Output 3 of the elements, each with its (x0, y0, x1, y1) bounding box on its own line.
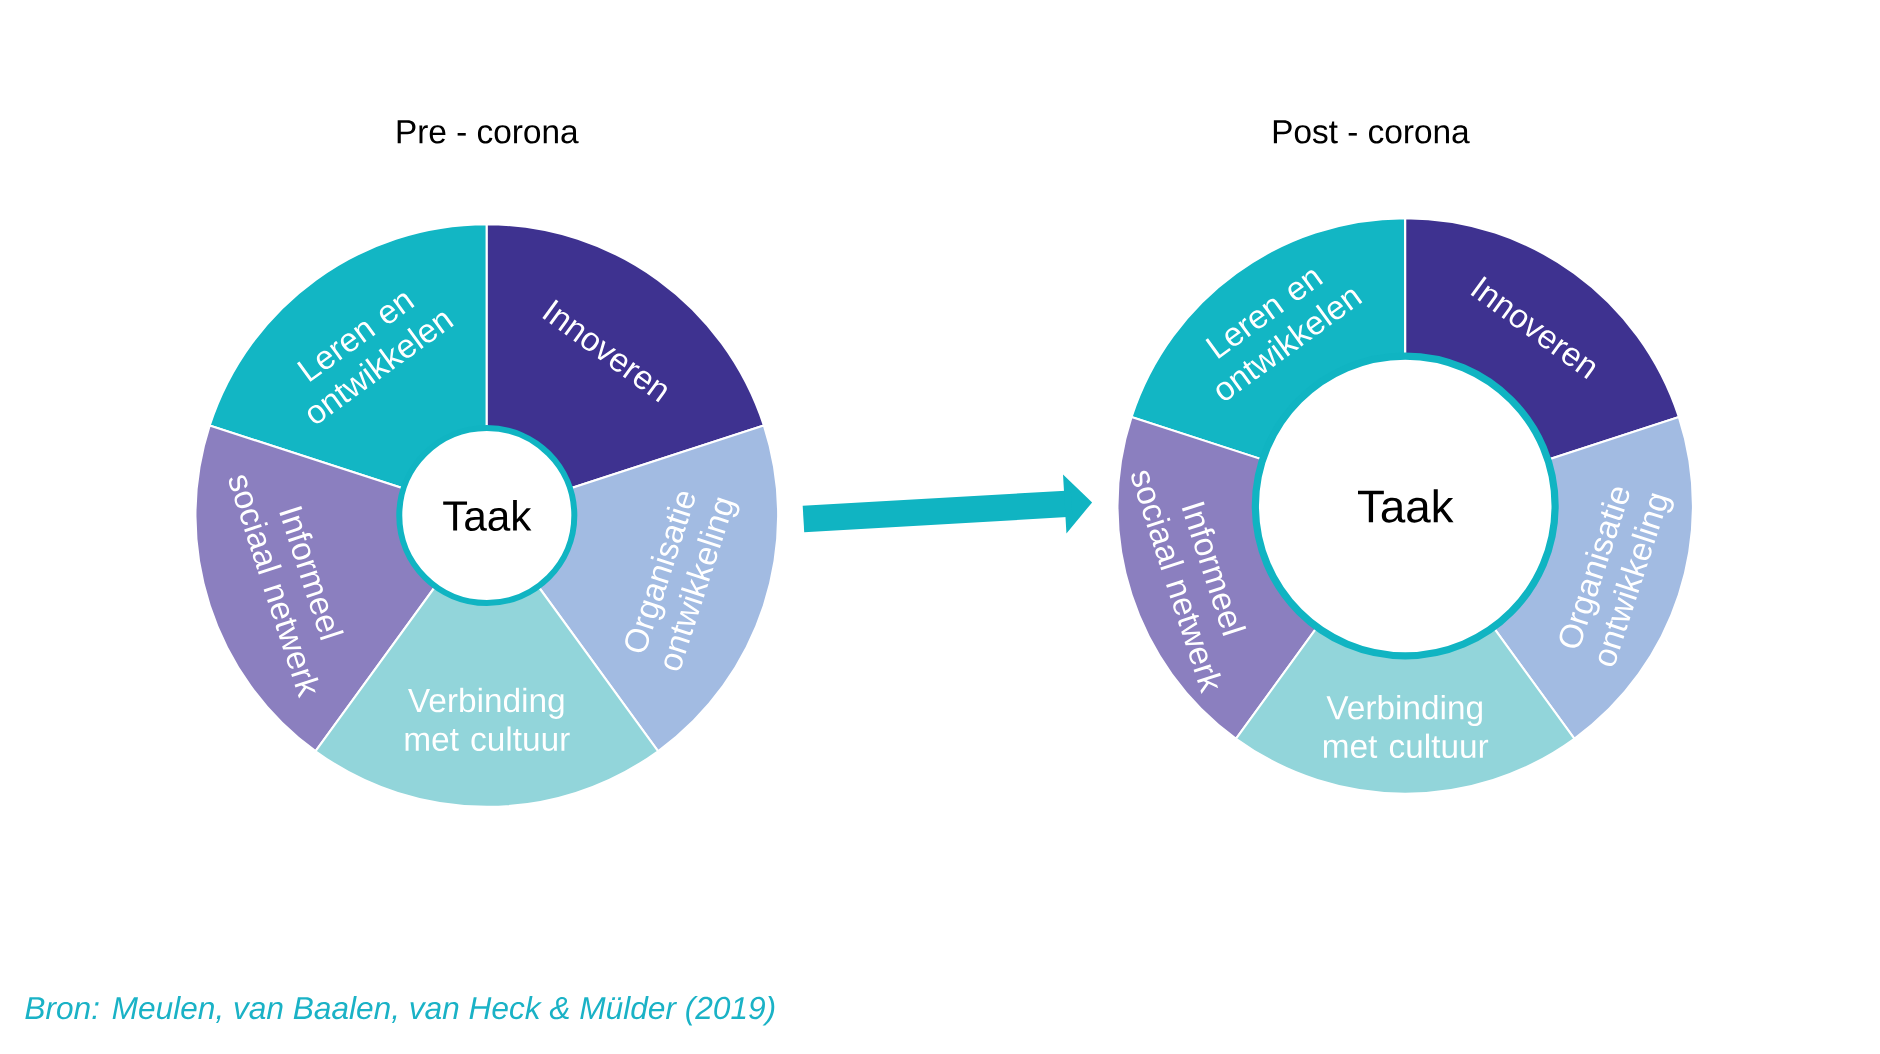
source-note: Bron: Meulen, van Baalen, van Heck & Mülder (2019) (25, 996, 775, 1026)
chart-title: Pre - corona (397, 120, 579, 144)
chart-title: Post - corona (1273, 120, 1470, 144)
